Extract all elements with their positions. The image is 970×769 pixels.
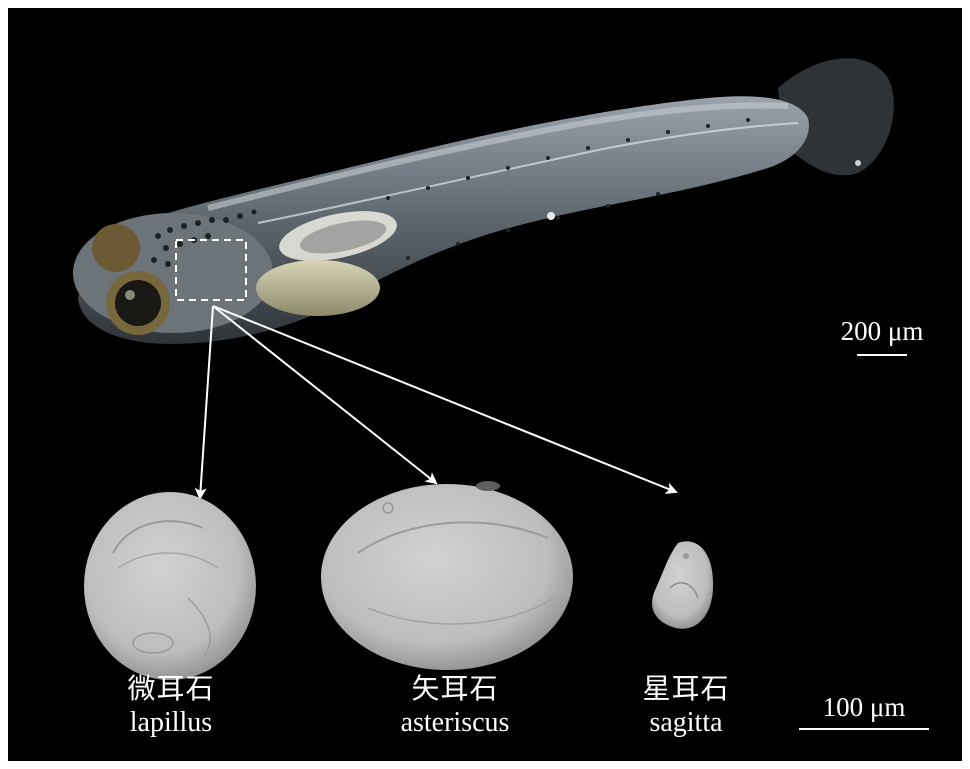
ear-region-box (175, 239, 247, 301)
caption-sagitta-en: sagitta (649, 707, 723, 738)
micrograph-panel: 200 μm 100 μm 微耳石 lapillus 矢耳石 asteriscu… (8, 8, 962, 761)
arrow-to-lapillus (194, 305, 214, 500)
scale-line-100um (799, 728, 929, 730)
scale-bar-100um: 100 μm (796, 692, 932, 730)
caption-lapillus-en: lapillus (129, 707, 213, 738)
scale-label-100um: 100 μm (822, 692, 906, 722)
lateral-line (257, 122, 799, 224)
caption-asteriscus-en: asteriscus (400, 707, 510, 738)
fish-larva (73, 58, 894, 344)
belly (256, 260, 380, 316)
dorsal-highlight (207, 102, 789, 211)
caption-sagitta-zh: 星耳石 (642, 672, 730, 705)
caption-asteriscus: 矢耳石 asteriscus (355, 672, 555, 740)
caption-sagitta: 星耳石 sagitta (586, 672, 786, 740)
micrograph-scene (73, 58, 894, 680)
melanophores (151, 118, 750, 267)
tail-fin (778, 58, 894, 176)
scale-label-200um: 200 μm (840, 316, 924, 346)
otolith-lapillus (84, 492, 256, 680)
fish-eye-back (92, 224, 140, 272)
otolith-asteriscus (321, 481, 573, 670)
otolith-sagitta (652, 541, 714, 629)
particle (547, 212, 555, 220)
caption-lapillus-zh: 微耳石 (127, 672, 215, 705)
scale-line-200um (857, 354, 907, 356)
caption-asteriscus-zh: 矢耳石 (411, 672, 499, 705)
arrow-to-sagitta (212, 305, 678, 494)
caption-lapillus: 微耳石 lapillus (71, 672, 271, 740)
pointer-arrows (194, 305, 678, 500)
scale-bar-200um: 200 μm (822, 316, 942, 356)
arrow-to-asteriscus (212, 305, 438, 485)
